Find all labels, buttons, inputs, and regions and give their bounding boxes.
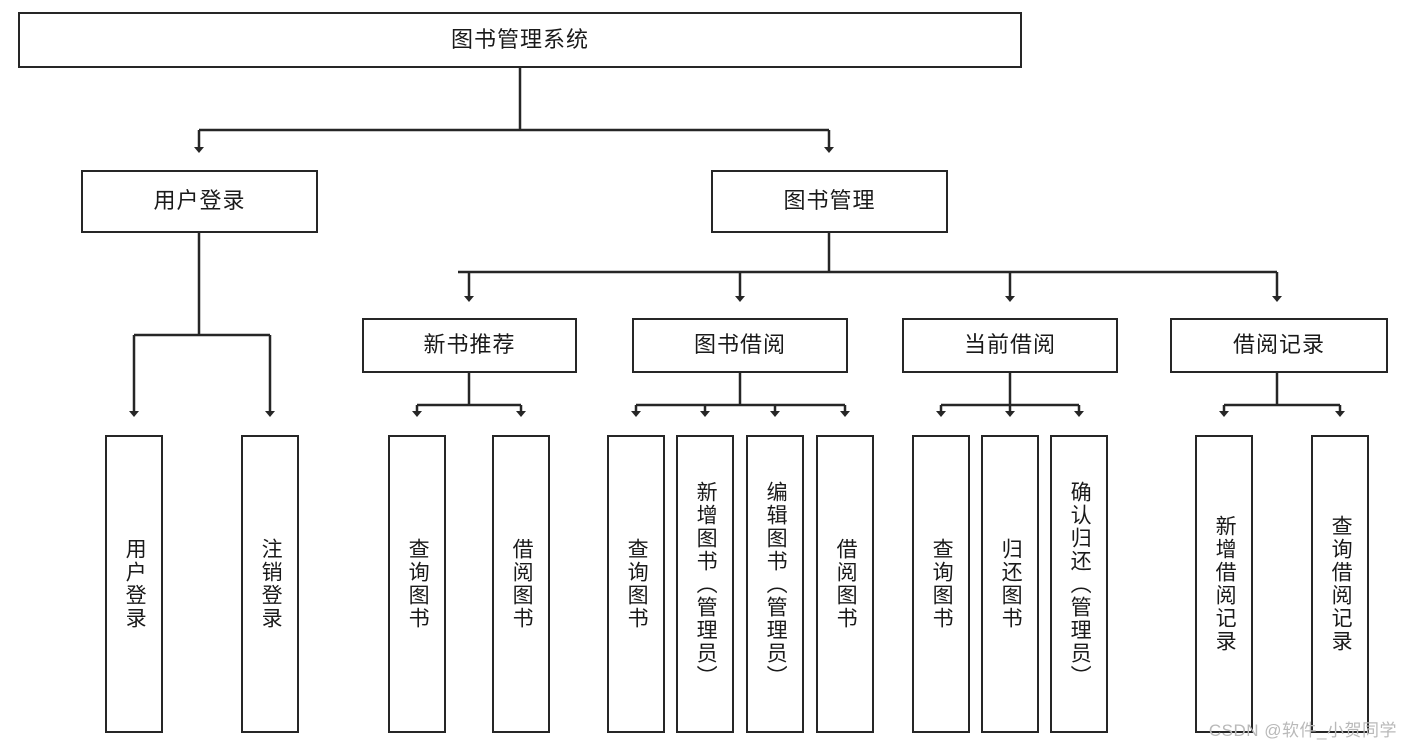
node-current-borrow[interactable]: 当前借阅 bbox=[902, 318, 1118, 373]
leaf-borrow-record-add-record[interactable]: 新增借阅记录 bbox=[1195, 435, 1253, 733]
leaf-current-borrow-query-book[interactable]: 查询图书 bbox=[912, 435, 970, 733]
watermark-text: CSDN @软件_小贺同学 bbox=[1208, 721, 1397, 740]
leaf-book-borrow-add-book-admin[interactable]: 新增图书（管理员） bbox=[676, 435, 734, 733]
node-label: 编辑图书（管理员） bbox=[764, 480, 788, 688]
leaf-new-book-query-book[interactable]: 查询图书 bbox=[388, 435, 446, 733]
leaf-borrow-record-query-record[interactable]: 查询借阅记录 bbox=[1311, 435, 1369, 733]
node-label: 当前借阅 bbox=[963, 332, 1056, 358]
node-label: 新增借阅记录 bbox=[1213, 515, 1237, 653]
node-label: 归还图书 bbox=[999, 538, 1023, 630]
node-label: 新书推荐 bbox=[423, 332, 516, 358]
leaf-user-login-login[interactable]: 用户登录 bbox=[105, 435, 163, 733]
node-label: 查询图书 bbox=[625, 538, 649, 630]
node-label: 借阅图书 bbox=[510, 538, 534, 630]
node-label: 确认归还（管理员） bbox=[1068, 480, 1092, 688]
node-root-book-management-system[interactable]: 图书管理系统 bbox=[18, 12, 1022, 68]
node-label: 图书管理系统 bbox=[450, 26, 589, 52]
node-label: 查询借阅记录 bbox=[1329, 515, 1353, 653]
node-book-management[interactable]: 图书管理 bbox=[711, 170, 948, 233]
node-label: 借阅图书 bbox=[834, 538, 858, 630]
leaf-current-borrow-return-book[interactable]: 归还图书 bbox=[981, 435, 1039, 733]
node-label: 新增图书（管理员） bbox=[694, 480, 718, 688]
node-label: 图书借阅 bbox=[693, 332, 786, 358]
leaf-book-borrow-query-book[interactable]: 查询图书 bbox=[607, 435, 665, 733]
node-label: 用户登录 bbox=[153, 188, 246, 214]
node-label: 查询图书 bbox=[930, 538, 954, 630]
node-borrow-record[interactable]: 借阅记录 bbox=[1170, 318, 1388, 373]
node-book-borrow[interactable]: 图书借阅 bbox=[632, 318, 848, 373]
leaf-book-borrow-edit-book-admin[interactable]: 编辑图书（管理员） bbox=[746, 435, 804, 733]
leaf-new-book-borrow-book[interactable]: 借阅图书 bbox=[492, 435, 550, 733]
leaf-book-borrow-borrow-book[interactable]: 借阅图书 bbox=[816, 435, 874, 733]
node-label: 借阅记录 bbox=[1232, 332, 1325, 358]
leaf-user-login-logout[interactable]: 注销登录 bbox=[241, 435, 299, 733]
node-label: 用户登录 bbox=[123, 538, 147, 630]
node-label: 查询图书 bbox=[406, 538, 430, 630]
node-user-login[interactable]: 用户登录 bbox=[81, 170, 318, 233]
leaf-current-borrow-confirm-return-admin[interactable]: 确认归还（管理员） bbox=[1050, 435, 1108, 733]
node-label: 图书管理 bbox=[783, 188, 876, 214]
node-label: 注销登录 bbox=[259, 538, 283, 630]
node-new-book-recommend[interactable]: 新书推荐 bbox=[362, 318, 577, 373]
